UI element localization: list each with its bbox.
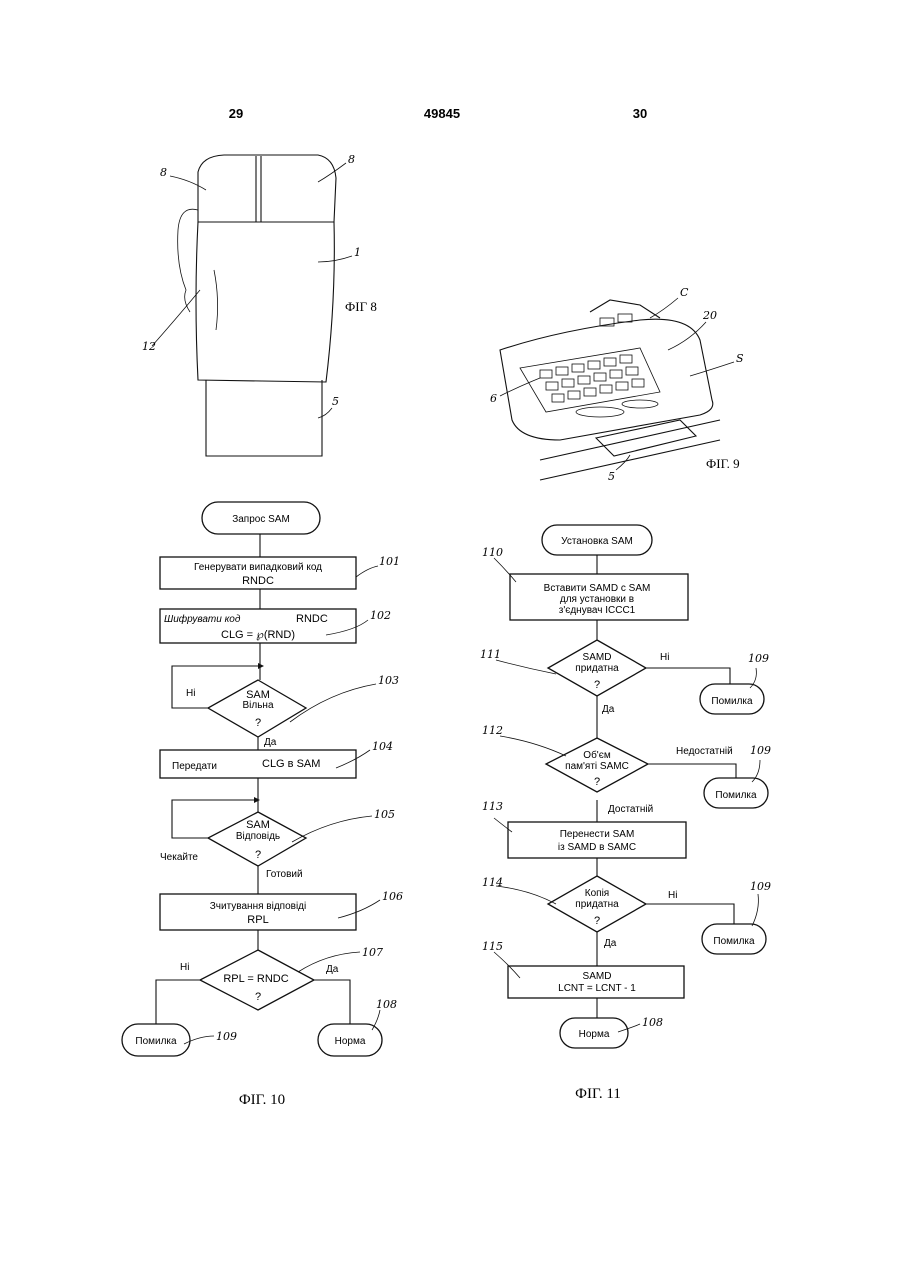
fig10-decision-103-yes: Да (264, 737, 277, 748)
fig11-error-label-1: Помилка (711, 696, 753, 707)
fig10-decision-103-line2: Вільна (242, 700, 273, 711)
fig11-error-label-3: Помилка (713, 936, 755, 947)
fig8-finger-line (214, 270, 218, 330)
fig8-drawing (152, 155, 352, 456)
fig11-decision-111-line1: SAMD (583, 652, 612, 663)
fig9-ref-20: 20 (702, 309, 717, 322)
fig10-decision-103-line3: ? (255, 717, 261, 729)
fig8-ref-5: 5 (332, 395, 339, 408)
fig11-ref-108: 108 (642, 1016, 663, 1029)
fig10-ref-103: 103 (378, 674, 399, 687)
fig11-error-label-2: Помилка (715, 790, 757, 801)
fig11-decision-114-yes: Да (604, 938, 617, 949)
fig9-ref-s: S (736, 352, 744, 365)
fig10-decision-107-line1: RPL = RNDC (223, 973, 288, 985)
fig11-normal-label: Норма (579, 1029, 610, 1040)
fig9-printer (590, 300, 660, 318)
fig8-ref-12: 12 (142, 340, 156, 353)
page-number-left: 29 (229, 106, 243, 121)
fig10-ref-102: 102 (370, 609, 391, 622)
fig9-base-edge (540, 420, 720, 460)
fig11-decision-111-line3: ? (594, 679, 600, 691)
fig10-decision-105-wait: Чекайте (160, 852, 198, 863)
fig8-device-top (198, 155, 336, 222)
fig10-decision-105-ready: Готовий (266, 869, 303, 880)
fig9-ref-6: 6 (490, 392, 497, 405)
fig9-ref-5: 5 (608, 470, 615, 483)
fig10-decision-107-no: Ні (180, 962, 189, 973)
fig11-step-110-line1: Вставити SAMD с SAM (544, 583, 651, 594)
fig11-ref-111: 111 (480, 648, 501, 661)
fig11-ref-109-a: 109 (748, 652, 769, 665)
fig11-ref-113: 113 (482, 800, 503, 813)
fig11-step-110-line3: з'єднувач ICCC1 (559, 605, 636, 616)
fig10-ref-105: 105 (374, 808, 395, 821)
fig10-step-102-line1b: RNDC (296, 613, 328, 625)
fig11-decision-111-line2: придатна (575, 663, 619, 674)
fig9-terminal-body (500, 319, 713, 440)
fig11-ref-110: 110 (482, 546, 503, 559)
fig11-decision-112-line3: ? (594, 776, 600, 788)
fig10-step-106-line1: Зчитування відповіді (210, 901, 306, 912)
fig11-decision-114-line1: Копія (585, 888, 609, 899)
fig10-ref-108: 108 (376, 998, 397, 1011)
fig10-ref-107: 107 (362, 946, 383, 959)
fig10-ref-106: 106 (382, 890, 403, 903)
document-number: 49845 (424, 106, 460, 121)
fig11-step-115-line1: SAMD (583, 971, 612, 982)
fig9-caption: ФІГ. 9 (706, 456, 740, 471)
fig11-ref-109-c: 109 (750, 880, 771, 893)
fig11-ref-115: 115 (482, 940, 503, 953)
fig10-ref-109: 109 (216, 1030, 237, 1043)
fig10-caption: ФІГ. 10 (239, 1092, 285, 1108)
fig10-decision-107-line2: ? (255, 991, 261, 1003)
fig10-ref-101: 101 (379, 555, 400, 568)
fig11-ref-109-b: 109 (750, 744, 771, 757)
page-number-right: 30 (633, 106, 647, 121)
fig10-decision-105-line3: ? (255, 849, 261, 861)
fig10-step-101-line1: Генерувати випадковий код (194, 562, 322, 573)
fig10-decision-105-line2: Відповідь (236, 831, 280, 842)
fig9-drawing (500, 298, 734, 480)
fig10-decision-105-line1: SAM (246, 819, 270, 831)
fig11-step-113-line1: Перенести SAM (560, 829, 635, 840)
fig11-decision-114-line2: придатна (575, 899, 619, 910)
fig10-normal-label: Норма (335, 1036, 366, 1047)
fig10-start-label: Запрос SAM (232, 514, 290, 525)
fig11-decision-114-line3: ? (594, 915, 600, 927)
fig8-caption: ФІГ 8 (345, 299, 377, 314)
fig11-ref-112: 112 (482, 724, 503, 737)
fig10-step-106-line2: RPL (247, 914, 268, 926)
fig10-decision-107-yes: Да (326, 964, 339, 975)
fig8-hand (196, 222, 334, 382)
fig11-caption: ФІГ. 11 (575, 1086, 621, 1102)
fig10-error-label: Помилка (135, 1036, 177, 1047)
fig8-ref-8-right: 8 (348, 153, 355, 166)
fig10-ref-104: 104 (372, 740, 393, 753)
fig11-decision-112-no: Недостатній (676, 746, 733, 757)
fig9-ref-c: C (680, 286, 689, 299)
fig10-step-104-left: Передати (172, 761, 217, 772)
fig8-card (206, 380, 322, 456)
fig11-decision-111-yes: Да (602, 704, 615, 715)
fig11-decision-112-yes: Достатній (608, 804, 653, 815)
fig11-decision-112-line1: Об'єм (583, 749, 611, 761)
fig10-step-102-line2: CLG = ℘(RND) (221, 629, 295, 641)
fig11-step-110-line2: для установки в (560, 594, 634, 605)
fig11-start-label: Установка SAM (561, 536, 633, 547)
fig11-ref-114: 114 (482, 876, 503, 889)
fig11-decision-114-no: Ні (668, 890, 677, 901)
fig11-step-113-line2: із SAMD в SAMC (558, 842, 636, 853)
fig9-card (596, 420, 696, 456)
fig11-decision-111-no: Ні (660, 652, 669, 663)
fig8-ref-8-left: 8 (160, 166, 167, 179)
fig11-decision-112-line2: пам'яті SAMC (565, 761, 629, 772)
fig8-ref-1: 1 (354, 246, 361, 259)
fig10-step-102-line1a: Шифрувати код (164, 613, 241, 625)
fig11-step-115-line2: LCNT = LCNT - 1 (558, 983, 636, 994)
fig10-decision-103-no: Ні (186, 688, 195, 699)
fig10-step-104-right: CLG в SAM (262, 758, 320, 770)
fig10-step-101-line2: RNDC (242, 575, 274, 587)
